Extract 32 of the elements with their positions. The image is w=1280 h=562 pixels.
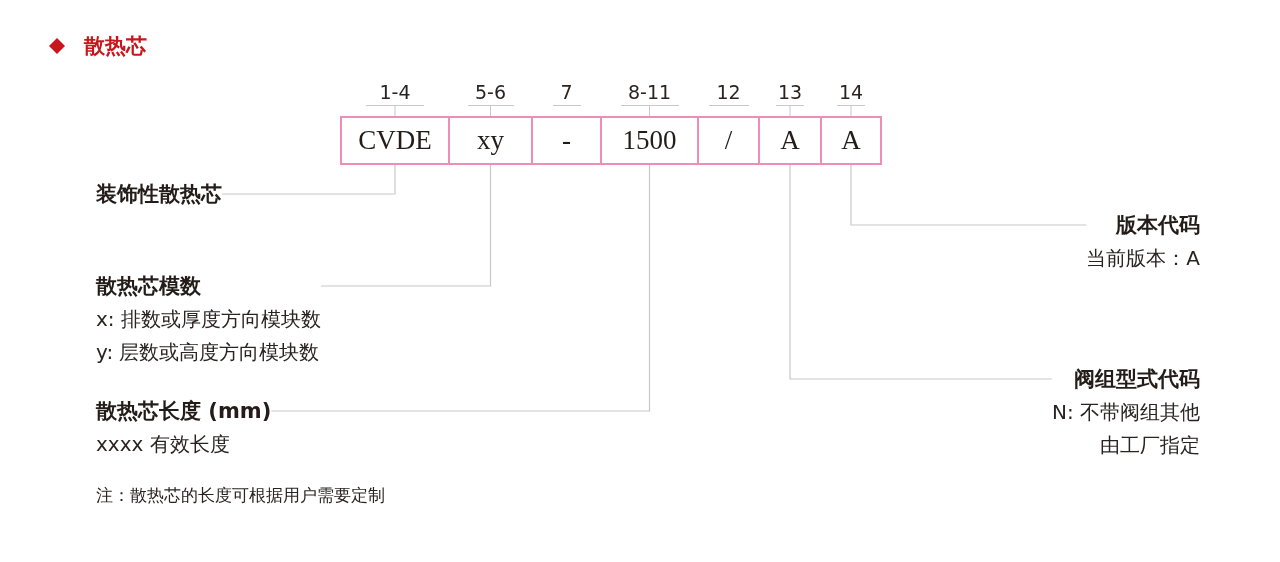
position-number: 8-11	[620, 80, 679, 106]
position-number: 12	[708, 80, 749, 106]
heading-text: 散热芯模数	[96, 273, 202, 300]
code-cell: CVDE	[340, 116, 450, 165]
heading-text: 装饰性散热芯	[96, 181, 222, 208]
heading-text: 散热芯长度 (mm)	[96, 398, 272, 425]
leader-line	[850, 164, 1087, 226]
description-text: 当前版本：A	[1086, 245, 1200, 272]
leader-line	[270, 164, 651, 412]
position-number: 13	[776, 80, 804, 106]
description-text: N: 不带阀组其他	[1051, 399, 1200, 426]
code-cell: xy	[448, 116, 533, 165]
position-number: 5-6	[467, 80, 514, 106]
heading-text: 阀组型式代码	[1073, 366, 1200, 393]
title: 散热芯	[84, 33, 147, 60]
position-number: 14	[837, 80, 865, 106]
leader-line	[221, 164, 396, 195]
code-cell: A	[820, 116, 882, 165]
code-cell: 1500	[600, 116, 699, 165]
position-number: 7	[552, 80, 581, 106]
note-text: 注：散热芯的长度可根据用户需要定制	[96, 484, 385, 507]
description-text: xxxx 有效长度	[96, 431, 231, 458]
description-text: 由工厂指定	[1099, 432, 1200, 459]
description-text: x: 排数或厚度方向模块数	[96, 306, 321, 333]
code-cell: /	[697, 116, 760, 165]
code-cell: A	[758, 116, 822, 165]
position-number: 1-4	[366, 80, 424, 106]
leader-line	[789, 164, 1053, 380]
description-text: y: 层数或高度方向模块数	[96, 339, 321, 366]
leader-line	[320, 164, 492, 287]
code-cell: -	[531, 116, 602, 165]
heading-text: 版本代码	[1115, 212, 1200, 239]
